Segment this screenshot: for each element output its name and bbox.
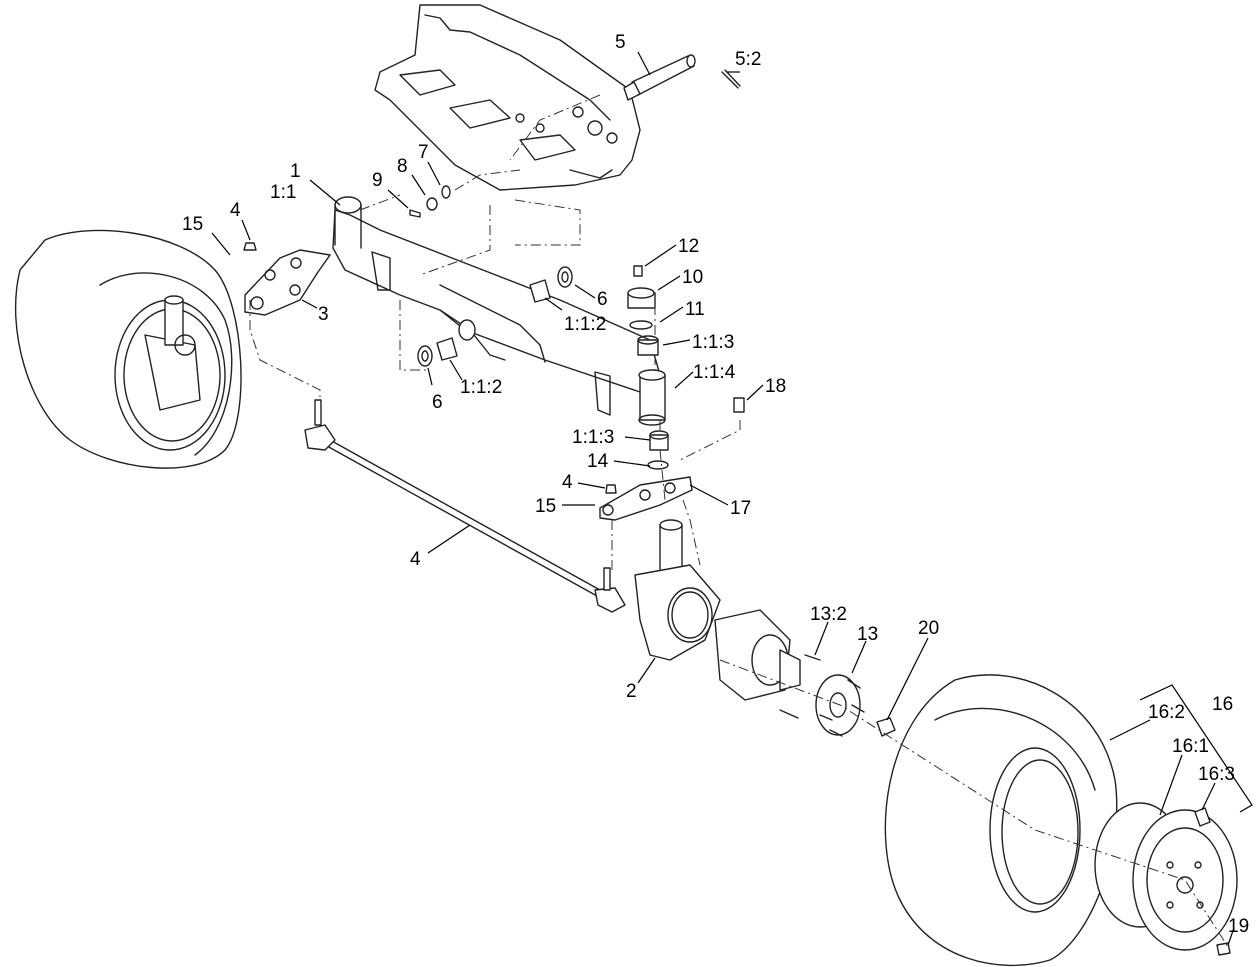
callout-16-2: 16:2 (1148, 702, 1185, 723)
callout-11: 11 (685, 299, 705, 320)
assembly-centerlines (249, 94, 1231, 951)
callout-1-1-4: 1:1:4 (693, 362, 736, 383)
callout-1-1-3-lower: 1:1:3 (572, 427, 614, 448)
callout-15-right: 15 (535, 496, 556, 517)
callout-1-1-2-lower: 1:1:2 (460, 377, 502, 398)
callout-10: 10 (682, 267, 703, 288)
callout-6-lower: 6 (432, 392, 443, 413)
callout-4-left: 4 (230, 200, 241, 221)
callout-1-1-3-upper: 1:1:3 (692, 332, 734, 353)
callout-1-1-2-upper: 1:1:2 (564, 314, 606, 335)
frame-part (374, 4, 641, 191)
king-pin-stack-part (627, 265, 745, 470)
callout-15-left: 15 (182, 214, 203, 235)
callout-9: 9 (372, 170, 383, 191)
callout-7: 7 (418, 142, 429, 163)
callout-4-tierod: 4 (410, 549, 421, 570)
callout-1: 1 (290, 161, 301, 182)
leader-lines (211, 51, 1235, 946)
callout-19: 19 (1228, 916, 1249, 937)
callout-16-3: 16:3 (1198, 764, 1235, 785)
callout-4-right: 4 (562, 472, 573, 493)
callout-2: 2 (626, 681, 637, 702)
callout-6-upper: 6 (597, 289, 608, 310)
right-rim-part (1094, 802, 1238, 956)
steering-arm-right-part (599, 476, 693, 521)
callout-8: 8 (397, 156, 408, 177)
callout-1-1: 1:1 (270, 182, 296, 203)
axle-bushings-part (417, 266, 573, 367)
tie-rod-part (304, 399, 626, 613)
callout-13: 13 (857, 624, 878, 645)
callout-16: 16 (1212, 694, 1233, 715)
wheel-motor-part (714, 609, 896, 737)
left-wheel-part (14, 229, 242, 469)
grease-fitting-part (409, 185, 451, 218)
callout-3: 3 (318, 304, 329, 325)
callout-labels: 5 5:2 1 1:1 9 8 7 15 4 3 12 10 6 11 1:1:… (182, 32, 1249, 937)
pivot-pin-part (623, 54, 741, 101)
callout-16-1: 16:1 (1172, 736, 1209, 757)
callout-5: 5 (615, 32, 626, 53)
callout-17: 17 (730, 498, 751, 519)
callout-5-2: 5:2 (735, 49, 761, 70)
steering-arm-left-part (243, 242, 331, 316)
callout-13-2: 13:2 (810, 604, 847, 625)
callout-20: 20 (918, 618, 939, 639)
callout-18: 18 (765, 376, 786, 397)
callout-14: 14 (587, 451, 609, 472)
right-tire-part (884, 674, 1118, 967)
spindle-part (634, 519, 721, 661)
item-16-bracket (1139, 684, 1253, 813)
callout-12: 12 (678, 236, 699, 257)
